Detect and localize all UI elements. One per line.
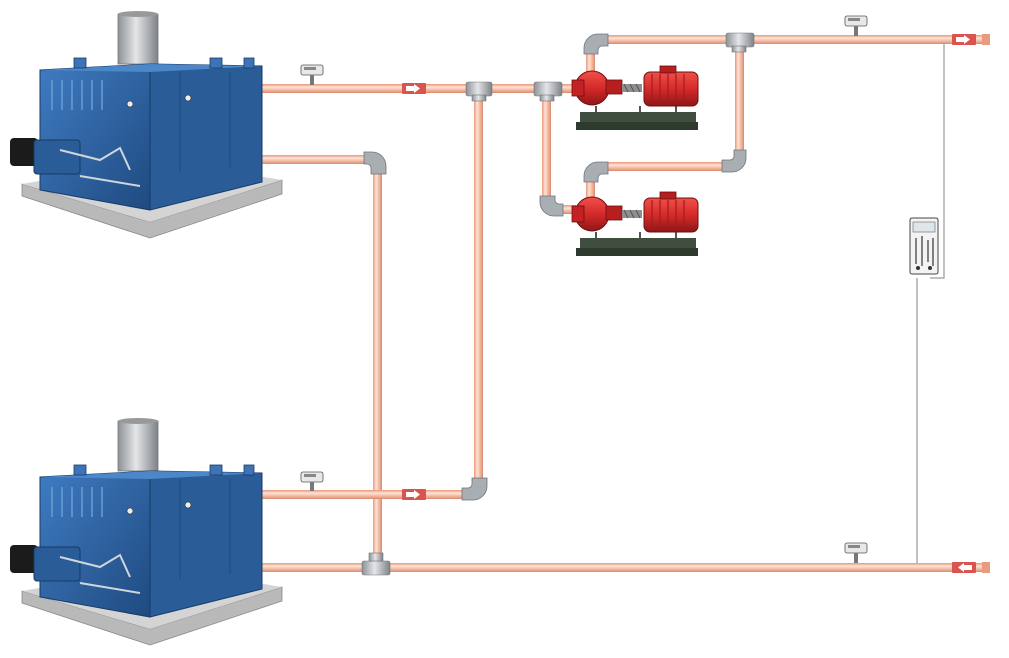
elbow-boiler-2-supply [462,478,487,500]
boiler-icon [10,418,282,645]
tee-discharge-header-stub [732,46,746,52]
temperature-sensor-icon [301,65,323,85]
centrifugal-pump-icon [572,66,698,130]
tee-return-header-stub [369,553,383,561]
tee-pump-header [534,82,562,96]
pipe-pump-suction-vertical [542,98,551,200]
elbow-boiler-1-return [364,152,386,174]
elbow-pump-2-discharge [584,162,608,182]
temperature-sensor-icon [845,16,867,36]
tee-supply-riser-stub [472,95,486,101]
elbow-pump-2-suction [540,196,563,216]
pipe-pump-2-discharge [605,162,727,171]
temperature-sensor-icon [301,472,323,491]
control-panel-icon [910,218,938,274]
elbow-pump-1-discharge [584,34,608,54]
tee-pump-header-stub [540,95,554,101]
temp-sensor-boiler-2 [301,472,323,491]
temp-sensor-supply [845,16,867,36]
signal-wire [917,44,944,563]
temperature-sensor-icon [845,543,867,563]
boiler-icon [10,11,282,238]
boiler-2 [10,418,282,645]
boiler-controller [910,44,944,563]
pipe-discharge-riser [735,48,744,152]
pipe-supply-end [982,34,990,45]
flow-arrow-boiler-1 [402,83,426,94]
pipe-return-vertical [373,170,382,570]
pipe-supply-header [606,35,988,44]
flow-arrow-supply [952,34,976,45]
pump-2 [572,192,698,256]
centrifugal-pump-icon [572,192,698,256]
flow-arrow-boiler-2 [402,489,426,500]
pipe-boiler-2-outlet [260,490,466,499]
pipe-return-end [982,562,990,573]
flow-arrow-return [952,562,976,573]
pump-1 [572,66,698,130]
pipe-supply-riser [474,92,483,484]
pipe-boiler-1-return [260,155,372,164]
elbow-discharge-riser [722,150,746,172]
temp-sensor-return [845,543,867,563]
boiler-1 [10,11,282,238]
tee-discharge-header [726,33,754,47]
tee-return-header [362,561,390,575]
temp-sensor-boiler-1 [301,65,323,85]
tee-supply-riser [466,82,492,96]
